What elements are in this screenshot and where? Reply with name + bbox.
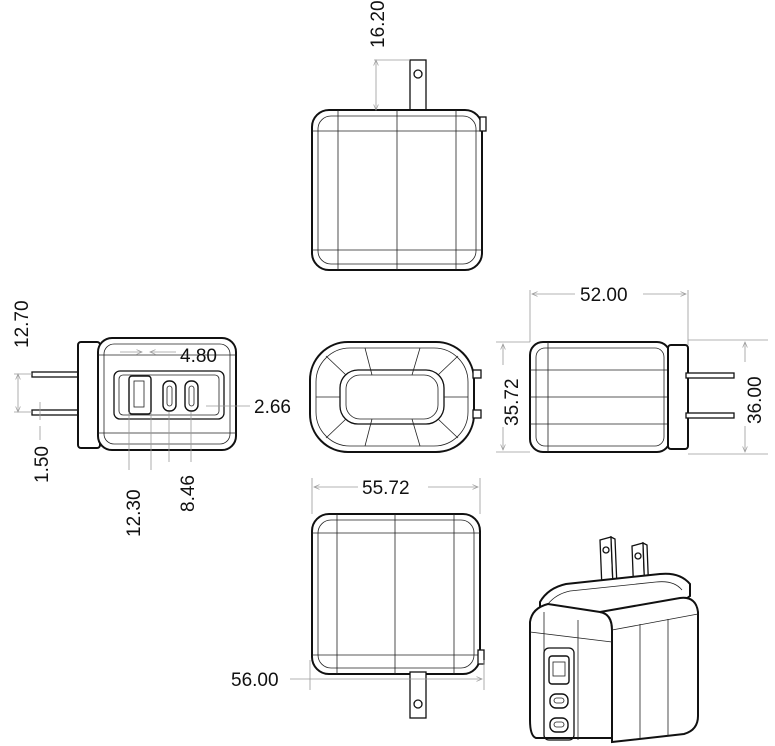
- end-view-prong-tip: [472, 409, 482, 419]
- end-view-outer: [309, 341, 475, 453]
- dim-body-height-outer: 36.00: [745, 376, 766, 424]
- end-view-facet-line: [364, 418, 373, 447]
- left-view-plate: [77, 341, 101, 449]
- dim-usb-a-width: 12.30: [124, 489, 145, 537]
- bottom-view-side-tab: [477, 649, 485, 665]
- dim-usb-c-pitch: 8.46: [178, 475, 199, 512]
- bottom-prong: [409, 671, 427, 719]
- right-prong-lower: [685, 412, 735, 419]
- end-view-prong-tip: [472, 369, 482, 379]
- bottom-view: 55.72 56.00: [231, 477, 485, 719]
- iso-usb-c-port-1-tongue: [553, 697, 565, 704]
- left-prong-lower: [31, 409, 81, 416]
- dim-usb-c-gap: 4.80: [180, 346, 217, 367]
- dim-body-width-outer: 56.00: [231, 670, 279, 691]
- isometric-view: [529, 535, 699, 744]
- left-view-inner-outline: [103, 343, 231, 445]
- end-view-facet-line: [325, 355, 347, 376]
- iso-body-side: [599, 596, 699, 744]
- usb-c-port-2: [184, 380, 199, 412]
- top-prong: [409, 59, 427, 113]
- iso-usb-c-port-2: [549, 717, 569, 733]
- end-view-facet-line: [325, 418, 347, 439]
- iso-port-panel: [543, 647, 575, 741]
- dim-body-depth: 52.00: [580, 285, 628, 306]
- iso-edge-line: [611, 613, 699, 631]
- dimension-label-backdrop: [500, 365, 522, 427]
- end-view-facet-line: [411, 347, 421, 376]
- dimension-label-backdrop: [358, 477, 428, 497]
- dim-top-prong-length: 16.20: [368, 0, 389, 48]
- top-prong-hole: [413, 69, 423, 79]
- right-view: 52.00 35.72 36.00: [496, 284, 768, 455]
- bottom-view-inner-outline: [317, 519, 475, 669]
- bottom-prong-hole: [413, 699, 423, 709]
- end-view-facet-line: [437, 355, 459, 376]
- usb-a-tongue: [133, 380, 145, 408]
- bottom-view-body: [311, 513, 481, 675]
- dim-body-width-inner: 55.72: [362, 478, 410, 499]
- iso-usb-a-tongue: [552, 661, 566, 677]
- dimension-label-backdrop: [575, 284, 643, 304]
- usb-c-port-1-tongue: [166, 385, 173, 407]
- right-prong-upper: [685, 372, 735, 379]
- end-view-facet-line: [437, 418, 459, 439]
- usb-c-port-2-tongue: [188, 385, 195, 407]
- left-prong-upper: [31, 371, 81, 378]
- end-view-face-inner: [345, 374, 439, 420]
- iso-edge-line: [529, 631, 613, 643]
- iso-usb-a-port: [548, 655, 570, 685]
- iso-body: [529, 602, 613, 739]
- right-view-plate: [667, 344, 689, 450]
- usb-a-port: [128, 375, 152, 415]
- end-view-facet-line: [411, 418, 421, 447]
- iso-usb-c-port-2-tongue: [553, 721, 565, 728]
- top-view-side-tab: [479, 116, 487, 132]
- end-view: [309, 341, 482, 453]
- dim-side-prong-thickness: 1.50: [32, 446, 53, 483]
- dim-side-prong-spacing: 12.70: [12, 300, 33, 348]
- dimension-label-backdrop: [742, 362, 764, 426]
- top-view: 16.20: [311, 0, 487, 271]
- dim-body-height-inner: 35.72: [502, 378, 523, 426]
- iso-usb-c-port-1: [549, 693, 569, 709]
- iso-top-plate-edge: [547, 581, 683, 605]
- usb-c-port-1: [162, 380, 177, 412]
- left-view: 12.70 1.50 4.80 2.66 12.30 8.46: [12, 300, 291, 537]
- end-view-facet-line: [364, 347, 373, 376]
- dim-port-depth: 2.66: [254, 397, 291, 418]
